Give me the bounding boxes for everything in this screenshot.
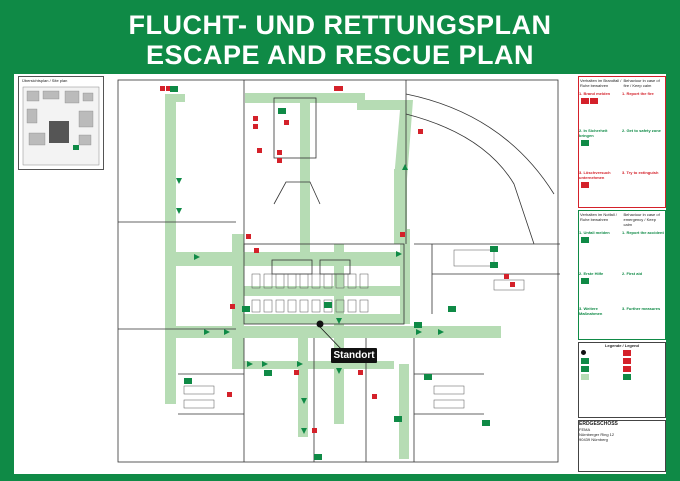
site-plan-drawing [22,86,100,166]
emergency-header-en: Behaviour in case of emergency / Keep ca… [623,212,660,227]
fire-header-en: Behaviour in case of fire / Keep calm [623,78,660,88]
company-address: Nürnberger Ring 12 [579,432,615,437]
direction-arrows [176,164,444,434]
company-city: 90439 Nürnberg [579,437,608,442]
furniture [183,249,525,409]
plan-title-en: ESCAPE AND RESCUE PLAN [145,40,535,70]
floor-plan [117,79,560,463]
you-are-here-marker [316,320,324,328]
emergency-header-de: Verhalten im Notfall / Ruhe bewahren [580,212,617,222]
emergency-phone-icon [581,237,589,243]
site-plan-inset: Übersichtsplan / Site plan [18,76,104,170]
floor-name: ERDGESCHOSS [579,421,618,427]
legend-panel: Legende / Legend [578,342,666,418]
fire-step-2-en: 2. Get to safety zone [622,128,661,133]
legend-title: Legende / Legend [604,343,639,348]
site-plan-label: Übersichtsplan / Site plan [22,78,68,83]
emergency-step-2-en: 2. First aid [622,271,643,276]
walls [117,79,560,463]
phone-icon [581,98,589,104]
emergency-procedure-panel: Verhalten im Notfall / Ruhe bewahren Beh… [578,210,666,340]
fire-procedure-panel: Verhalten im Brandfall / Ruhe bewahren B… [578,76,666,208]
fire-header-de: Verhalten im Brandfall / Ruhe bewahren [580,78,622,88]
legend-extinguisher-icon [623,350,631,356]
fire-equipment-signs [160,86,515,433]
legend-first-aid-icon [581,366,589,372]
plan-sheet [14,74,666,474]
fire-alarm-icon [590,98,599,104]
emergency-step-1-en: 1. Report the accident [622,230,664,235]
fire-step-2-de: 2. In Sicherheit bringen [579,128,608,138]
legend-assembly-icon [623,374,631,380]
fire-step-1-en: 1. Report the fire [622,91,654,96]
emergency-step-3-de: 3. Weitere Maßnahmen [579,306,603,316]
company-name: FEMA [579,427,591,432]
first-aid-icon [581,278,589,284]
legend-alarm-icon [623,358,631,364]
standort-label: Standort [331,348,377,363]
emergency-step-3-en: 3. Further measures [622,306,661,311]
plan-title-de: FLUCHT- UND RETTUNGSPLAN [128,10,552,40]
legend-route-icon [581,374,589,380]
fire-step-3-de: 3. Löschversuch unternehmen [579,170,611,180]
fire-step-3-en: 3. Try to extinguish [622,170,659,175]
exit-icon [581,140,589,146]
legend-hose-icon [623,366,631,372]
title-block: ERDGESCHOSS FEMA Nürnberger Ring 12 9043… [578,420,666,472]
fire-step-1-de: 1. Brand melden [579,91,611,96]
emergency-step-2-de: 2. Erste Hilfe [579,271,604,276]
exit-signs [170,86,498,460]
extinguisher-icon [581,182,589,188]
legend-exit-icon [581,358,589,364]
legend-standort-icon [581,350,586,355]
emergency-step-1-de: 1. Unfall melden [579,230,610,235]
escape-routes [165,93,501,459]
